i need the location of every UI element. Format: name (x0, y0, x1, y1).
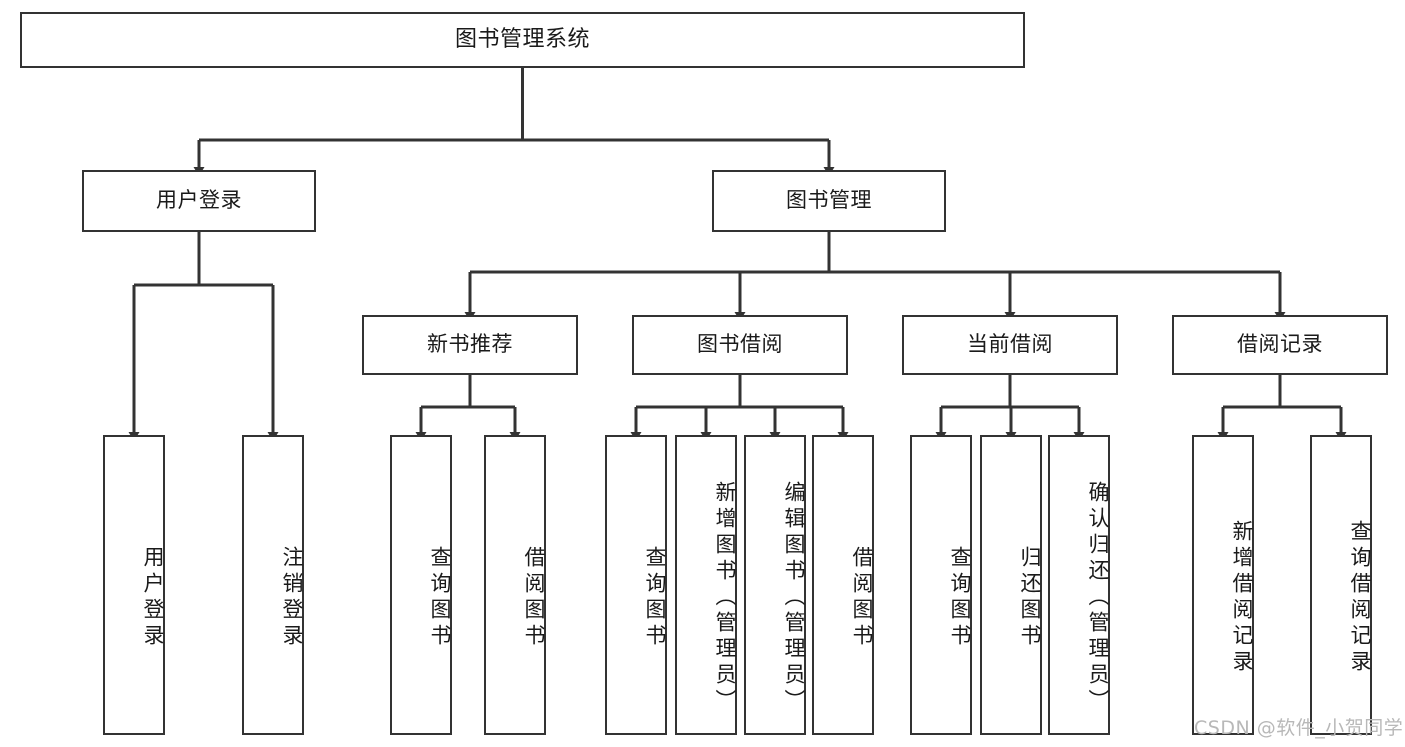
node-label: 查询图书 (643, 546, 667, 650)
node-book-manage[interactable]: 图书管理 (712, 170, 946, 232)
node-label: 归还图书 (1018, 546, 1042, 650)
node-root-system[interactable]: 图书管理系统 (20, 12, 1025, 68)
node-leaf-query-book-3[interactable]: 查询图书 (910, 435, 972, 735)
node-leaf-confirm-return[interactable]: 确认归还（管理员） (1048, 435, 1110, 735)
node-new-book-recommend[interactable]: 新书推荐 (362, 315, 578, 375)
node-label: 图书管理系统 (454, 26, 590, 52)
node-label: 图书管理 (786, 188, 872, 213)
node-leaf-borrow-book-1[interactable]: 借阅图书 (484, 435, 546, 735)
node-label: 新增借阅记录 (1230, 520, 1254, 676)
node-leaf-add-record[interactable]: 新增借阅记录 (1192, 435, 1254, 735)
node-label: 新书推荐 (427, 332, 513, 357)
node-label: 图书借阅 (697, 332, 783, 357)
node-label: 用户登录 (156, 188, 242, 213)
node-leaf-query-book-1[interactable]: 查询图书 (390, 435, 452, 735)
node-label: 借阅记录 (1237, 332, 1323, 357)
node-label: 查询图书 (948, 546, 972, 650)
node-label: 新增图书（管理员） (713, 481, 737, 715)
node-label: 查询借阅记录 (1348, 520, 1372, 676)
node-leaf-logout[interactable]: 注销登录 (242, 435, 304, 735)
node-label: 查询图书 (428, 546, 452, 650)
node-book-borrow[interactable]: 图书借阅 (632, 315, 848, 375)
node-label: 编辑图书（管理员） (782, 481, 806, 715)
node-label: 当前借阅 (967, 332, 1053, 357)
node-leaf-add-book[interactable]: 新增图书（管理员） (675, 435, 737, 735)
node-leaf-edit-book[interactable]: 编辑图书（管理员） (744, 435, 806, 735)
node-leaf-query-book-2[interactable]: 查询图书 (605, 435, 667, 735)
node-current-borrow[interactable]: 当前借阅 (902, 315, 1118, 375)
node-label: 注销登录 (280, 546, 304, 650)
node-label: 借阅图书 (850, 546, 874, 650)
node-leaf-return-book[interactable]: 归还图书 (980, 435, 1042, 735)
node-leaf-user-login[interactable]: 用户登录 (103, 435, 165, 735)
node-label: 确认归还（管理员） (1086, 481, 1110, 715)
node-borrow-record[interactable]: 借阅记录 (1172, 315, 1388, 375)
node-user-login[interactable]: 用户登录 (82, 170, 316, 232)
csdn-watermark: CSDN @软件_小贺同学 (1194, 717, 1404, 739)
node-leaf-borrow-book-2[interactable]: 借阅图书 (812, 435, 874, 735)
node-label: 借阅图书 (522, 546, 546, 650)
node-label: 用户登录 (141, 546, 165, 650)
node-leaf-query-record[interactable]: 查询借阅记录 (1310, 435, 1372, 735)
